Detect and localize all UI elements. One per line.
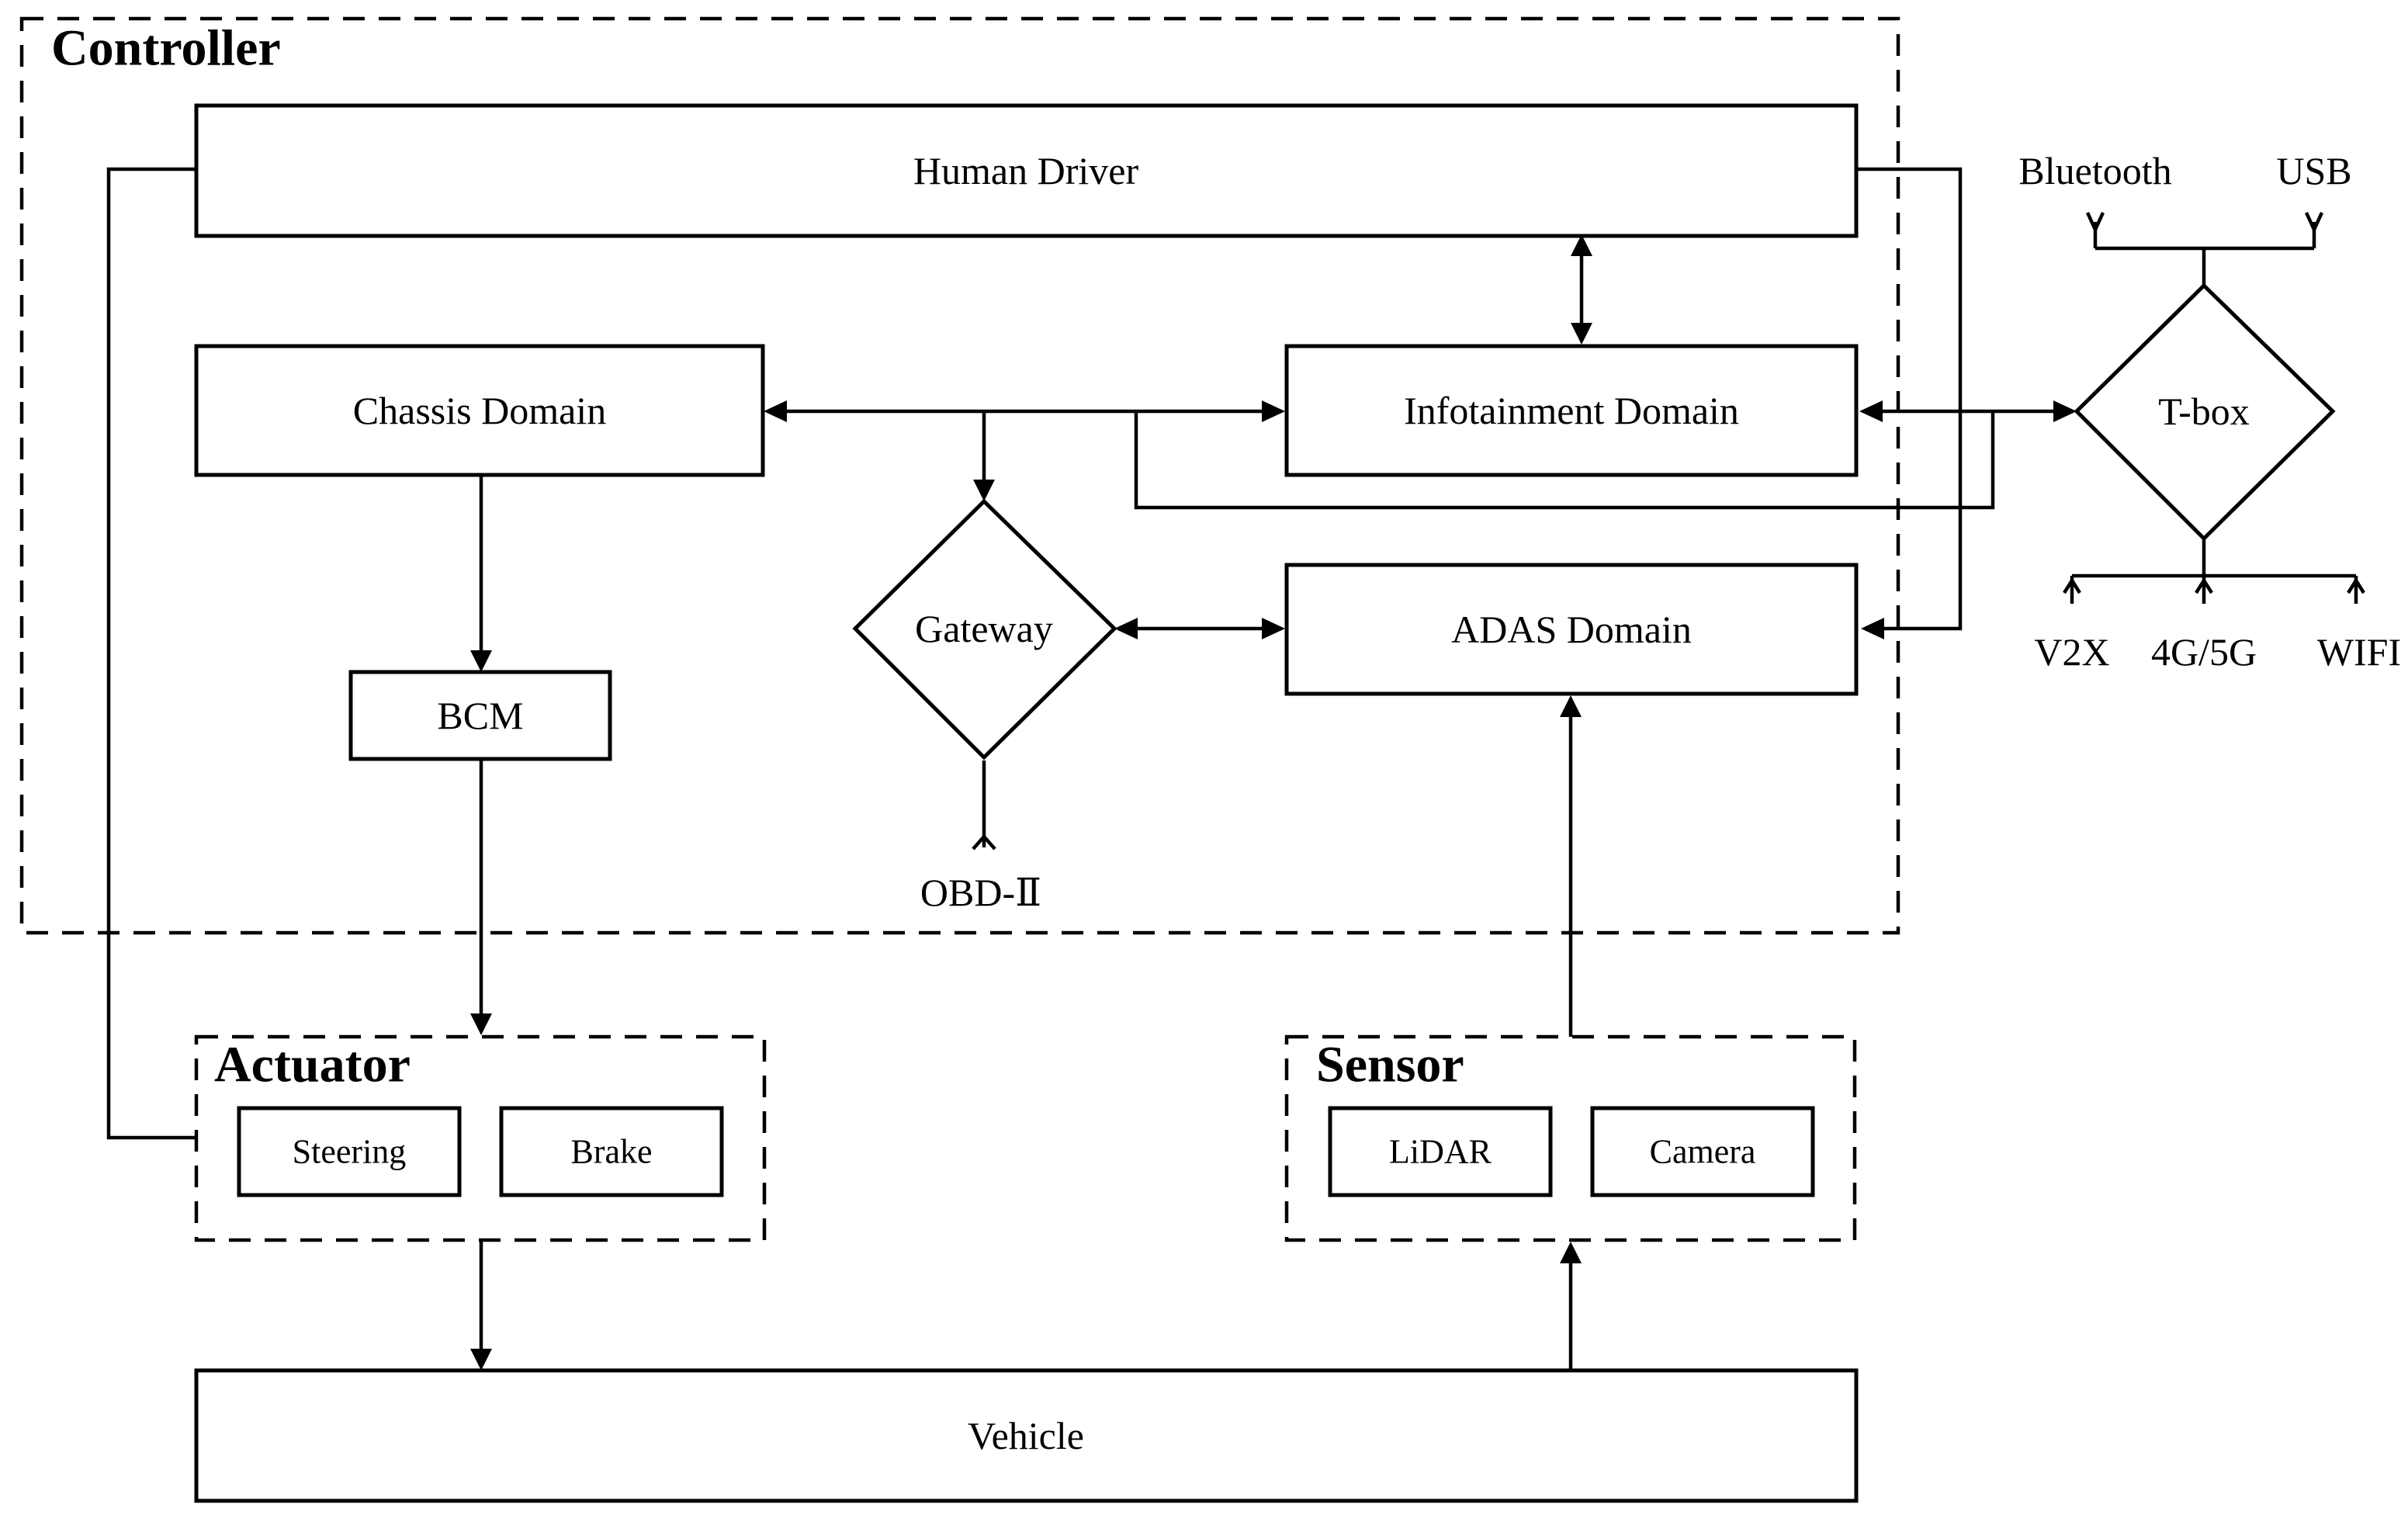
vehicle-label: Vehicle [968,1414,1084,1457]
gateway-label: Gateway [915,607,1053,650]
arrowhead-down [1571,323,1592,345]
t-box-label: T-box [2158,390,2250,433]
vehicle-block [194,1368,1859,1503]
arrowhead-up [1571,234,1592,256]
t-box-diamond [2074,282,2336,542]
adas-domain-block [1284,563,1859,696]
lidar-label: LiDAR [1389,1133,1492,1171]
arrowhead-left [1114,618,1138,639]
arrowhead-up [1560,1242,1582,1263]
obd-port-label: OBD-Ⅱ [920,871,1041,914]
arrowheads [470,234,2077,1370]
v2x-antenna-icon [2063,577,2081,594]
usb-antenna-icon [2304,212,2324,234]
gateway-diamond [852,498,1117,760]
cellular-antenna-icon [2195,577,2213,594]
driver-adas-wire [1856,167,1963,631]
brake-block [499,1106,724,1197]
chassis-domain-block [194,344,765,477]
adas-domain-label: ADAS Domain [1451,608,1692,651]
controller-group-frame [19,16,1900,935]
sensor-group-frame [1284,1034,1857,1242]
bus-tbox-loop-wire [1134,411,1995,510]
steering-label: Steering [293,1133,407,1171]
wifi-port-label: WIFI [2317,630,2401,674]
bluetooth-antenna-icon [2085,212,2105,234]
driver-actuator-wire [106,167,196,1140]
arrowhead-right [1262,618,1285,639]
bluetooth-port-label: Bluetooth [2018,149,2171,192]
camera-label: Camera [1650,1133,1756,1171]
infotainment-domain-block [1284,344,1859,477]
arrowhead-right [2053,400,2077,422]
controller-group-label: Controller [51,20,281,77]
usb-port-label: USB [2276,149,2351,192]
infotainment-domain-label: Infotainment Domain [1404,389,1739,432]
wifi-antenna-icon [2347,577,2365,594]
arrowhead-left [1859,400,1883,422]
camera-block [1590,1106,1815,1197]
arrowhead-down [470,1349,492,1370]
obd-connector-icon [972,833,996,851]
bcm-block [348,670,612,761]
human-driver-label: Human Driver [913,149,1139,192]
arrowhead-down [470,1013,492,1035]
actuator-group-label: Actuator [214,1037,411,1093]
arrowhead-down [470,650,492,672]
v2x-port-label: V2X [2034,630,2109,674]
arrowhead-right [1262,400,1285,422]
sensor-group-label: Sensor [1316,1037,1464,1093]
arrowhead-up [1560,695,1582,717]
bcm-label: BCM [437,694,523,737]
steering-block [237,1106,462,1197]
connection-wires [106,167,2365,1370]
arrowhead-down [973,480,995,501]
cellular-port-label: 4G/5G [2151,630,2257,674]
chassis-domain-label: Chassis Domain [353,389,606,432]
arrowhead-left [764,400,787,422]
brake-label: Brake [570,1133,652,1171]
human-driver-block [194,103,1859,238]
arrowhead-left [1861,618,1884,639]
lidar-block [1328,1106,1553,1197]
